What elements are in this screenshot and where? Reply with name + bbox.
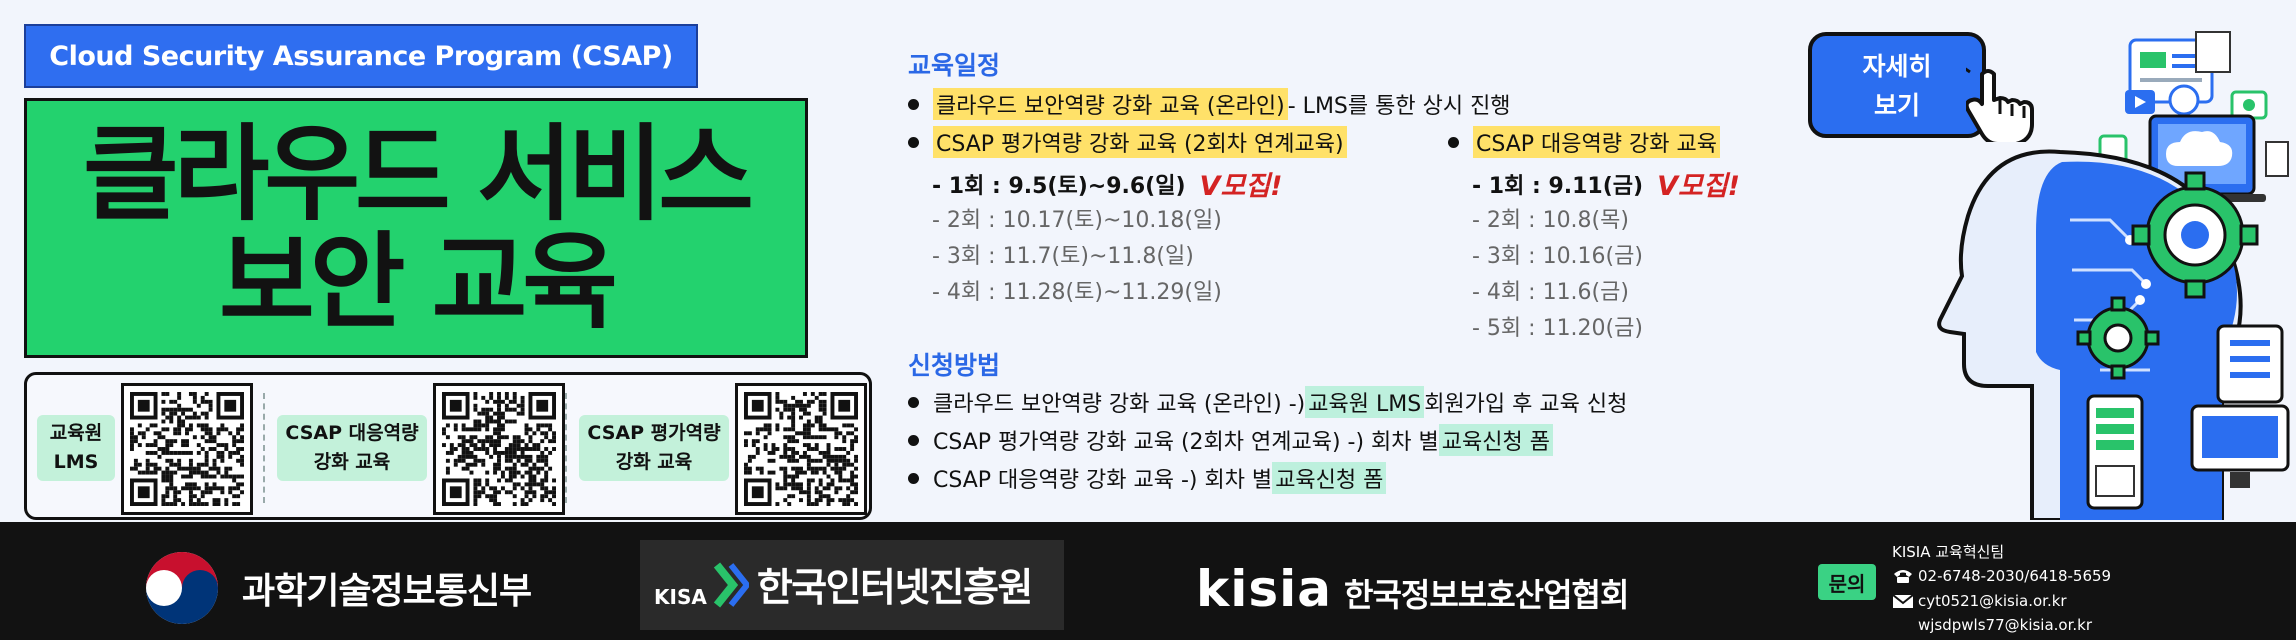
eval-round-2: - 2회 : 10.17(토)~10.18(일) (932, 208, 1222, 233)
qr-label-eval: CSAP 평가역량 강화 교육 (579, 414, 729, 482)
qr-code-icon[interactable] (735, 383, 867, 515)
divider (263, 393, 265, 503)
response-course-name: CSAP 대응역량 강화 교육 (1473, 126, 1720, 158)
ai-head-illustration (1937, 31, 2290, 520)
apply-item: 클라우드 보안역량 강화 교육 (온라인) -) 교육원 LMS 회원가입 후 … (908, 386, 1627, 418)
qr-group-lms[interactable]: 교육원 LMS (37, 383, 313, 515)
phone-icon (1894, 570, 1912, 584)
bullet-icon (908, 136, 919, 148)
response-round-3: - 3회 : 10.16(금) (1472, 244, 1643, 269)
kisa-abbr: KISA (654, 585, 707, 609)
lms-link[interactable]: 교육원 LMS (1305, 386, 1425, 418)
schedule-response: CSAP 대응역량 강화 교육 (1448, 126, 1720, 158)
page-title-line2: 보안 교육 (219, 221, 618, 343)
qr-group-eval[interactable]: CSAP 평가역량 강화 교육 (579, 383, 879, 515)
contact-email-row: cyt0521@kisia.or.kr (1892, 589, 2111, 613)
apply-item: CSAP 대응역량 강화 교육 -) 회차 별 교육신청 폼 (908, 462, 1387, 494)
apply-item-text: CSAP 대응역량 강화 교육 -) 회차 별 (933, 468, 1273, 493)
response-round-1: - 1회 : 9.11(금) V모집! (1472, 164, 1740, 203)
apply-heading: 신청방법 (908, 351, 1001, 380)
response-round-1-text: - 1회 : 9.11(금) (1472, 173, 1644, 199)
footer: 과학기술정보통신부 KISA 한국인터넷진흥원 kisia 한국정보보호산업협회… (0, 522, 2296, 640)
qr-panel: 교육원 LMS CSAP 대응역량 강화 교육 CSAP 평가역량 강화 교육 (24, 372, 872, 520)
eval-round-3: - 3회 : 11.7(토)~11.8(일) (932, 244, 1194, 269)
bullet-icon (908, 434, 919, 446)
online-course-name: 클라우드 보안역량 강화 교육 (온라인) (933, 88, 1288, 120)
kisa-logo: KISA 한국인터넷진흥원 (640, 540, 1064, 630)
apply-item-text: 클라우드 보안역량 강화 교육 (온라인) -) (933, 392, 1306, 417)
bullet-icon (908, 472, 919, 484)
qr-label-response: CSAP 대응역량 강화 교육 (277, 414, 427, 482)
divider (565, 393, 567, 503)
response-round-5: - 5회 : 11.20(금) (1472, 316, 1643, 341)
contact-team: KISIA 교육혁신팀 (1892, 543, 2005, 561)
schedule-eval: CSAP 평가역량 강화 교육 (2회차 연계교육) (908, 126, 1347, 158)
kisia-logo: kisia 한국정보보호산업협회 (1196, 560, 1629, 618)
kisa-mark-icon (713, 562, 749, 608)
schedule-online: 클라우드 보안역량 강화 교육 (온라인) - LMS를 통한 상시 진행 (908, 88, 1511, 120)
response-round-2: - 2회 : 10.8(목) (1472, 208, 1629, 233)
recruit-tag: V모집! (1199, 171, 1283, 202)
schedule-heading: 교육일정 (908, 51, 1001, 80)
page-title-line1: 클라우드 서비스 (83, 112, 754, 235)
qr-group-response[interactable]: CSAP 대응역량 강화 교육 (277, 383, 583, 515)
title-banner: 클라우드 서비스 보안 교육 (24, 98, 808, 358)
qr-code-icon[interactable] (433, 383, 565, 515)
pointer-hand-icon (1966, 67, 2034, 142)
qr-code-icon[interactable] (121, 383, 253, 515)
online-course-note: - LMS를 통한 상시 진행 (1287, 94, 1511, 119)
eval-round-1: - 1회 : 9.5(토)~9.6(일) V모집! (932, 164, 1282, 203)
eval-round-4: - 4회 : 11.28(토)~11.29(일) (932, 280, 1222, 305)
kisia-wordmark: kisia (1196, 560, 1333, 618)
response-round-4: - 4회 : 11.6(금) (1472, 280, 1629, 305)
program-label: Cloud Security Assurance Program (CSAP) (24, 24, 698, 88)
application-form-link[interactable]: 교육신청 폼 (1272, 462, 1387, 494)
contact-phone-row: 02-6748-2030/6418-5659 (1892, 564, 2111, 588)
ministry-logo: 과학기술정보통신부 (144, 550, 532, 626)
contact-email[interactable]: cyt0521@kisia.or.kr (1918, 591, 2067, 610)
eval-round-1-text: - 1회 : 9.5(토)~9.6(일) (932, 173, 1186, 199)
korea-emblem-icon (146, 552, 218, 624)
inquiry-badge: 문의 (1818, 564, 1876, 600)
eval-course-name: CSAP 평가역량 강화 교육 (2회차 연계교육) (933, 126, 1347, 158)
apply-item-text: CSAP 평가역량 강화 교육 (2회차 연계교육) -) 회차 별 (933, 430, 1439, 455)
recruit-tag: V모집! (1657, 171, 1740, 202)
mail-icon (1892, 593, 1914, 608)
contact-info: KISIA 교육혁신팀 02-6748-2030/6418-5659 cyt05… (1892, 540, 2111, 637)
contact-phone[interactable]: 02-6748-2030/6418-5659 (1918, 567, 2112, 586)
application-form-link[interactable]: 교육신청 폼 (1438, 424, 1553, 456)
apply-item-text: 회원가입 후 교육 신청 (1424, 392, 1628, 417)
bullet-icon (1448, 136, 1459, 148)
bullet-icon (908, 98, 919, 110)
detail-button[interactable]: 자세히 보기 (1808, 32, 1986, 138)
qr-label-lms: 교육원 LMS (37, 414, 115, 482)
bullet-icon (908, 396, 919, 408)
ministry-name: 과학기술정보통신부 (242, 571, 532, 612)
kisa-name: 한국인터넷진흥원 (756, 566, 1034, 611)
apply-item: CSAP 평가역량 강화 교육 (2회차 연계교육) -) 회차 별 교육신청 … (908, 424, 1553, 456)
kisia-name: 한국정보보호산업협회 (1344, 576, 1629, 614)
contact-email-2[interactable]: wjsdpwls77@kisia.or.kr (1918, 615, 2093, 634)
